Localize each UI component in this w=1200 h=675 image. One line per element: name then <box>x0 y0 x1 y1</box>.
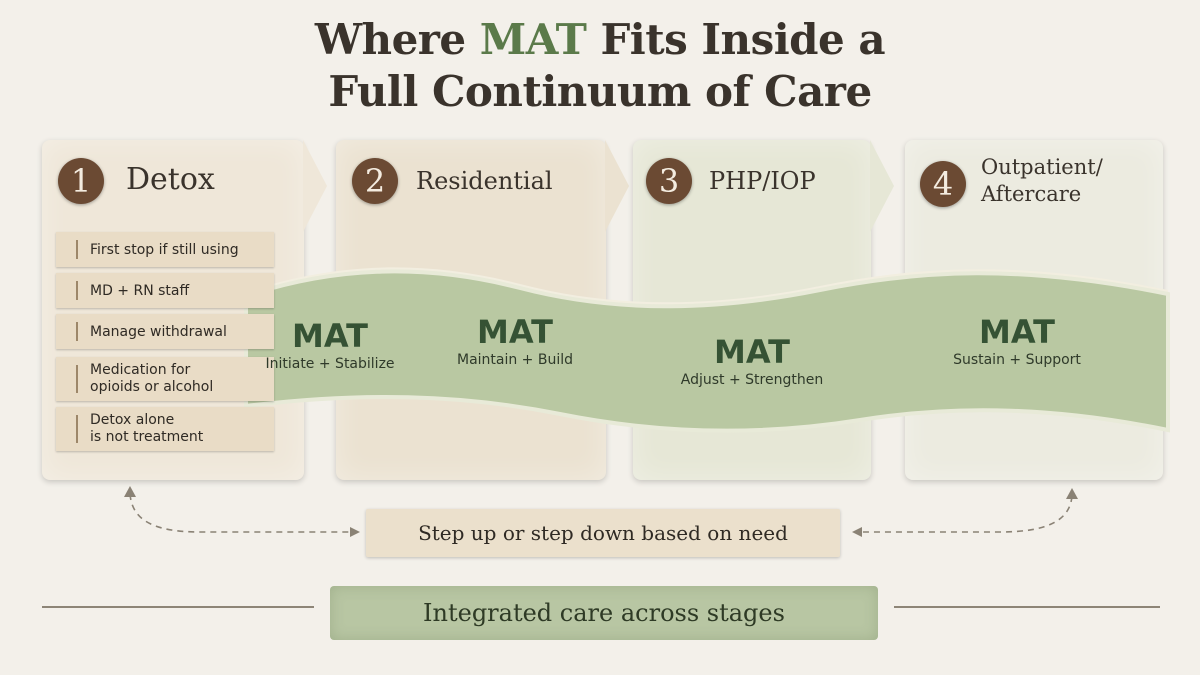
ribbon-band <box>244 269 1170 433</box>
stage-arrow-2 <box>605 140 629 232</box>
mat-title: MAT <box>292 317 368 355</box>
detox-item-line-2: is not treatment <box>90 429 204 445</box>
detox-item-label: MD + RN staff <box>90 282 190 299</box>
stage-label-outpatient-line-1: Outpatient/ <box>981 155 1103 179</box>
mat-subtitle: Adjust + Strengthen <box>680 372 824 388</box>
stage-label-detox: Detox <box>126 162 215 197</box>
detox-item-line-1: Detox alone <box>90 412 175 428</box>
stage-number-2: 2 <box>352 158 398 204</box>
mat-title: MAT <box>477 313 553 351</box>
detox-item-withdrawal: Manage withdrawal <box>56 314 274 349</box>
mat-title: MAT <box>714 333 790 371</box>
mat-stage-1: MAT Initiate + Stabilize <box>262 318 398 372</box>
detox-item-first-stop: First stop if still using <box>56 232 274 267</box>
detox-item-label: First stop if still using <box>90 241 239 258</box>
step-arrow-left-path <box>129 493 350 533</box>
step-arrow-right-path <box>862 495 1073 533</box>
footer-divider-left <box>42 606 314 608</box>
mat-stage-2: MAT Maintain + Build <box>440 314 590 368</box>
title-line-1: Where MAT Fits Inside a <box>0 14 1200 66</box>
stage-number-4: 4 <box>920 161 966 207</box>
stage-number-1: 1 <box>58 158 104 204</box>
arrow-up-icon <box>1066 488 1078 499</box>
stage-label-php-iop: PHP/IOP <box>709 167 816 195</box>
detox-item-line-1: Medication for <box>90 362 191 378</box>
title-line-2: Full Continuum of Care <box>328 67 872 116</box>
mat-subtitle: Sustain + Support <box>953 352 1081 368</box>
mat-stage-4: MAT Sustain + Support <box>942 314 1092 368</box>
stage-label-outpatient: Outpatient/ Aftercare <box>981 154 1103 208</box>
stage-label-outpatient-line-2: Aftercare <box>981 182 1082 206</box>
detox-item-line-2: opioids or alcohol <box>90 379 214 395</box>
arrow-up-icon <box>124 486 136 497</box>
stage-arrow-1 <box>303 140 327 232</box>
detox-item-label: Manage withdrawal <box>90 323 227 340</box>
title-part-1: Where <box>314 15 480 64</box>
arrow-left-icon <box>852 527 862 537</box>
page-title: Where MAT Fits Inside a Full Continuum o… <box>0 14 1200 118</box>
step-up-down-box: Step up or step down based on need <box>366 509 840 557</box>
mat-stage-3: MAT Adjust + Strengthen <box>672 334 832 388</box>
mat-subtitle: Maintain + Build <box>456 352 574 368</box>
arrow-right-icon <box>350 527 360 537</box>
mat-subtitle: Initiate + Stabilize <box>265 356 395 372</box>
stage-arrow-3 <box>870 140 894 232</box>
title-accent: MAT <box>479 15 587 64</box>
detox-item-staff: MD + RN staff <box>56 273 274 308</box>
footer-divider-right <box>894 606 1160 608</box>
stage-number-3: 3 <box>646 158 692 204</box>
title-part-2: Fits Inside a <box>586 15 886 64</box>
integrated-care-banner: Integrated care across stages <box>330 586 878 640</box>
mat-title: MAT <box>979 313 1055 351</box>
stage-label-residential: Residential <box>416 167 553 195</box>
